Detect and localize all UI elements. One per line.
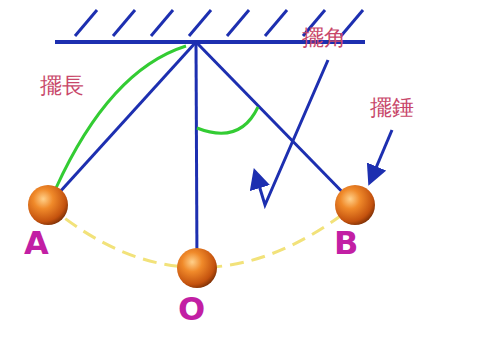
hatch-stroke (189, 10, 211, 36)
point-label: B (334, 226, 358, 261)
angle-arc (197, 107, 258, 133)
leader-line (370, 130, 392, 182)
part-label: 擺錘 (370, 96, 414, 120)
point-label: O (178, 292, 205, 327)
string (48, 42, 196, 205)
pendulum-bob (177, 248, 217, 288)
hatch-stroke (265, 10, 287, 36)
hatch-stroke (75, 10, 97, 36)
length-arc (56, 46, 186, 188)
hatch-stroke (113, 10, 135, 36)
pendulum-bob (335, 185, 375, 225)
hatch-stroke (151, 10, 173, 36)
string (196, 42, 197, 268)
part-label: 擺角 (302, 26, 346, 50)
hatch-stroke (227, 10, 249, 36)
pendulum-bob (28, 185, 68, 225)
leader-line (255, 60, 328, 205)
string (196, 42, 355, 205)
point-label: A (24, 226, 49, 261)
part-label: 擺長 (40, 74, 84, 98)
